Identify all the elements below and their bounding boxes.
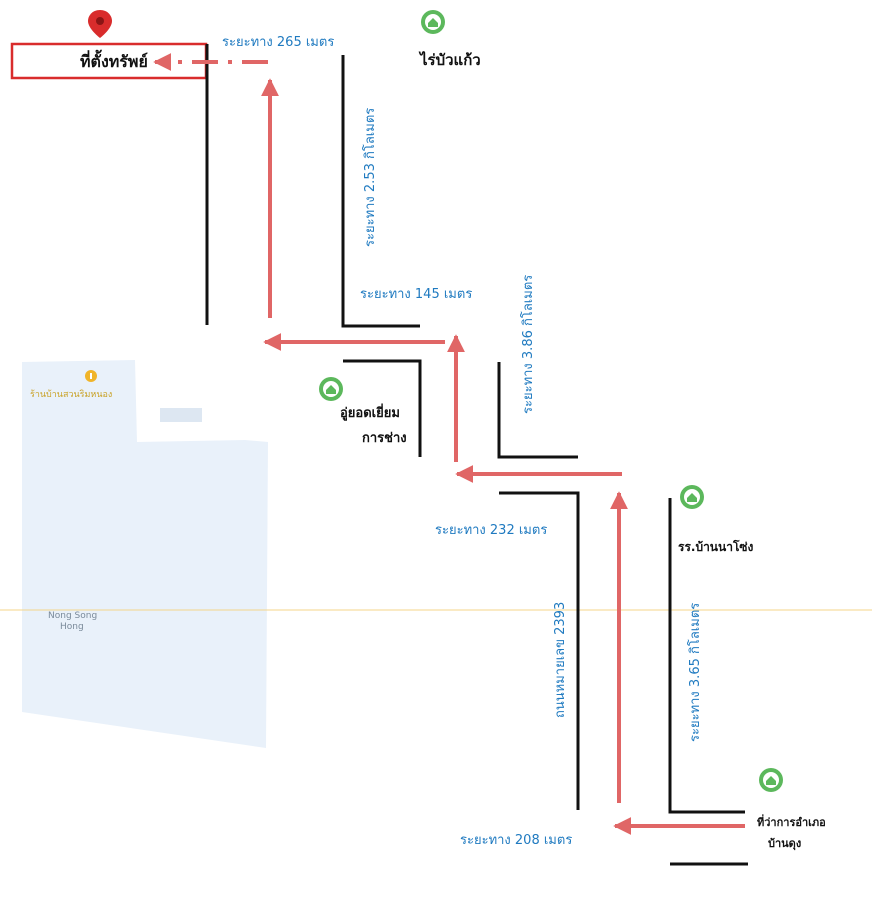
home-pin-icon: [421, 10, 445, 34]
road-segment: [341, 55, 420, 328]
destination-pin-icon: [88, 10, 112, 38]
home-pin-icon: [759, 768, 783, 792]
map-area-name-line2: Hong: [60, 622, 84, 632]
route-arrows: [153, 53, 745, 835]
road-name-2393: ถนนหมายเลข 2393: [553, 601, 568, 718]
home-pin-icon: [680, 485, 704, 509]
road-segment: [343, 359, 422, 457]
landmark-district-office-line2: บ้านดุง: [768, 837, 802, 850]
distance-3-65km: ระยะทาง 3.65 กิโลเมตร: [688, 602, 703, 742]
landmark-garage-line2: การช่าง: [362, 431, 407, 446]
distance-145m: ระยะทาง 145 เมตร: [360, 287, 473, 302]
map-area-name-line1: Nong Song: [48, 611, 98, 621]
landmark-district-office-line1: ที่ว่าการอำเภอ: [757, 816, 826, 829]
map-building-block: [160, 408, 202, 422]
roads: [205, 44, 748, 866]
map-background-area: [22, 360, 268, 748]
distance-3-86km: ระยะทาง 3.86 กิโลเมตร: [521, 274, 536, 414]
home-pin-icon: [319, 377, 343, 401]
landmark-school: รร.บ้านนาโซ่ง: [678, 540, 754, 554]
road-segment: [668, 498, 745, 814]
map-shop-label: ร้านบ้านสวนริมหนอง: [30, 390, 113, 400]
road-segment: [499, 491, 580, 810]
distance-208m: ระยะทาง 208 เมตร: [460, 833, 573, 848]
destination-label: ที่ตั้งทรัพย์: [80, 52, 148, 71]
restaurant-pin-icon: [85, 370, 97, 382]
road-segment: [497, 362, 578, 459]
distance-265m: ระยะทาง 265 เมตร: [222, 35, 335, 50]
landmark-garage-line1: อู่ยอดเยี่ยม: [340, 406, 400, 421]
distance-2-53km: ระยะทาง 2.53 กิโลเมตร: [363, 107, 378, 247]
landmark-rai-bua-kaew: ไร่บัวแก้ว: [420, 51, 481, 69]
distance-232m: ระยะทาง 232 เมตร: [435, 523, 548, 538]
